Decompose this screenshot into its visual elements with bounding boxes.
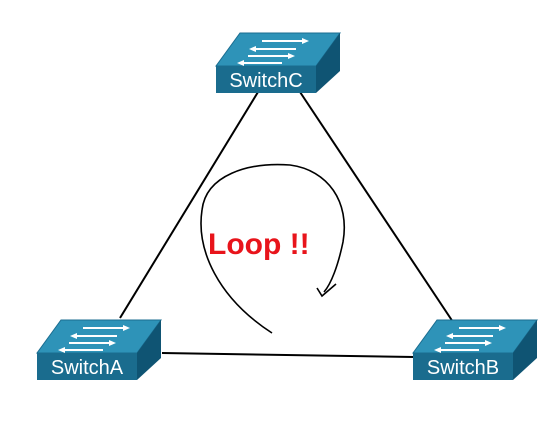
switch-b: SwitchB xyxy=(412,319,538,380)
loop-arrowhead-icon xyxy=(316,283,337,298)
switch-a-side xyxy=(137,320,161,380)
link-switchc-switchb xyxy=(299,91,456,326)
link-switcha-switchb xyxy=(161,352,415,358)
switch-b-arrows-icon xyxy=(434,325,506,353)
switch-a: SwitchA xyxy=(36,319,162,380)
switch-c-label: SwitchC xyxy=(229,70,302,92)
switch-c-front xyxy=(216,66,316,93)
loop-arrow xyxy=(200,163,345,334)
loop-label: Loop !! xyxy=(208,228,310,261)
switch-b-label: SwitchB xyxy=(427,357,499,379)
switch-a-front xyxy=(37,353,137,380)
switch-b-front xyxy=(413,353,513,380)
link-switchc-switcha xyxy=(119,91,259,319)
switch-a-arrows-icon xyxy=(58,325,130,353)
switch-b-side xyxy=(513,320,537,380)
switch-c: SwitchC xyxy=(215,32,341,93)
switch-c-arrows-icon xyxy=(237,38,309,66)
switch-a-label: SwitchA xyxy=(51,357,124,379)
switch-c-side xyxy=(316,33,340,93)
